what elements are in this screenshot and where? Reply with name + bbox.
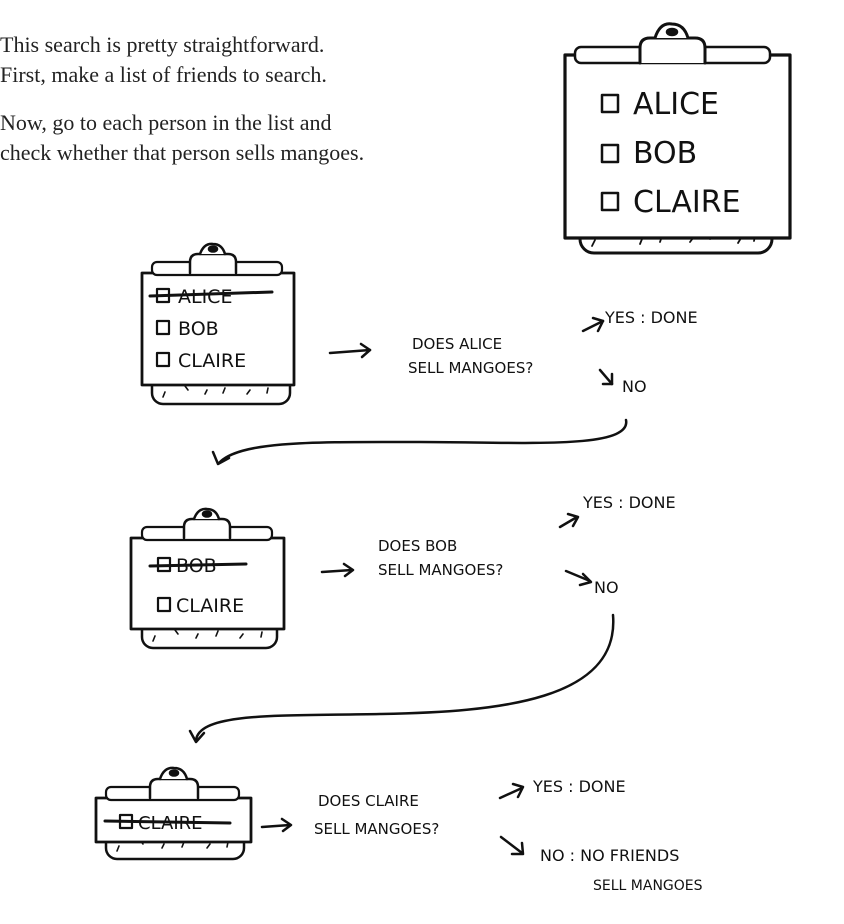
step3-yes-label: YES : DONE bbox=[532, 777, 626, 796]
step3-arrow bbox=[260, 823, 292, 829]
intro-line-4: check whether that person sells mangoes. bbox=[0, 140, 365, 165]
step3-question-line-1: DOES CLAIRE bbox=[318, 792, 419, 810]
step1-list-item-3: CLAIRE bbox=[178, 350, 246, 372]
step3-question-line-2: SELL MANGOES? bbox=[314, 820, 439, 838]
step3-yes-arrow bbox=[498, 786, 524, 800]
step2-no-label: NO bbox=[594, 578, 619, 597]
intro-line-2: First, make a list of friends to search. bbox=[0, 62, 327, 87]
step2-to-step3-arrow bbox=[194, 613, 615, 742]
main-list-item-2: BOB bbox=[633, 136, 697, 171]
step1-clipboard: ALICE BOB CLAIRE bbox=[140, 242, 296, 406]
step1-yes-label: YES : DONE bbox=[604, 308, 698, 327]
intro-paragraph-2: Now, go to each person in the list and c… bbox=[0, 108, 520, 168]
step1-to-step2-arrow bbox=[217, 418, 628, 465]
step2-clipboard: BOB CLAIRE bbox=[129, 507, 286, 650]
main-list-item-3: CLAIRE bbox=[633, 185, 741, 220]
intro-paragraph-1: This search is pretty straightforward. F… bbox=[0, 30, 520, 90]
intro-line-1: This search is pretty straightforward. bbox=[0, 32, 325, 57]
step2-question-line-1: DOES BOB bbox=[378, 537, 457, 555]
step1-no-arrow bbox=[598, 368, 614, 386]
step3-clipboard: CLAIRE bbox=[94, 766, 253, 861]
main-clipboard: ALICE BOB CLAIRE bbox=[563, 22, 792, 255]
step1-list-item-2: BOB bbox=[178, 318, 219, 340]
step3-no-label-line-2: SELL MANGOES bbox=[593, 878, 703, 894]
step2-yes-label: YES : DONE bbox=[582, 493, 676, 512]
step1-yes-arrow bbox=[581, 319, 605, 333]
step2-yes-arrow bbox=[558, 515, 579, 529]
step2-list-item-2: CLAIRE bbox=[176, 595, 244, 617]
step1-arrow bbox=[328, 348, 372, 355]
step2-arrow bbox=[320, 568, 354, 574]
step1-question-line-1: DOES ALICE bbox=[412, 335, 502, 353]
step3-strikethrough bbox=[103, 819, 232, 825]
step2-no-arrow bbox=[564, 569, 592, 583]
main-list-item-1: ALICE bbox=[633, 87, 719, 122]
step3-no-arrow bbox=[499, 835, 524, 855]
step1-question-line-2: SELL MANGOES? bbox=[408, 359, 533, 377]
intro-line-3: Now, go to each person in the list and bbox=[0, 110, 332, 135]
step1-no-label: NO bbox=[622, 377, 647, 396]
step1-list-item-1: ALICE bbox=[178, 286, 232, 308]
step2-strikethrough bbox=[148, 562, 248, 568]
step2-question-line-2: SELL MANGOES? bbox=[378, 561, 503, 579]
step1-strikethrough bbox=[148, 290, 274, 298]
step3-no-label-line-1: NO : NO FRIENDS bbox=[540, 846, 679, 865]
